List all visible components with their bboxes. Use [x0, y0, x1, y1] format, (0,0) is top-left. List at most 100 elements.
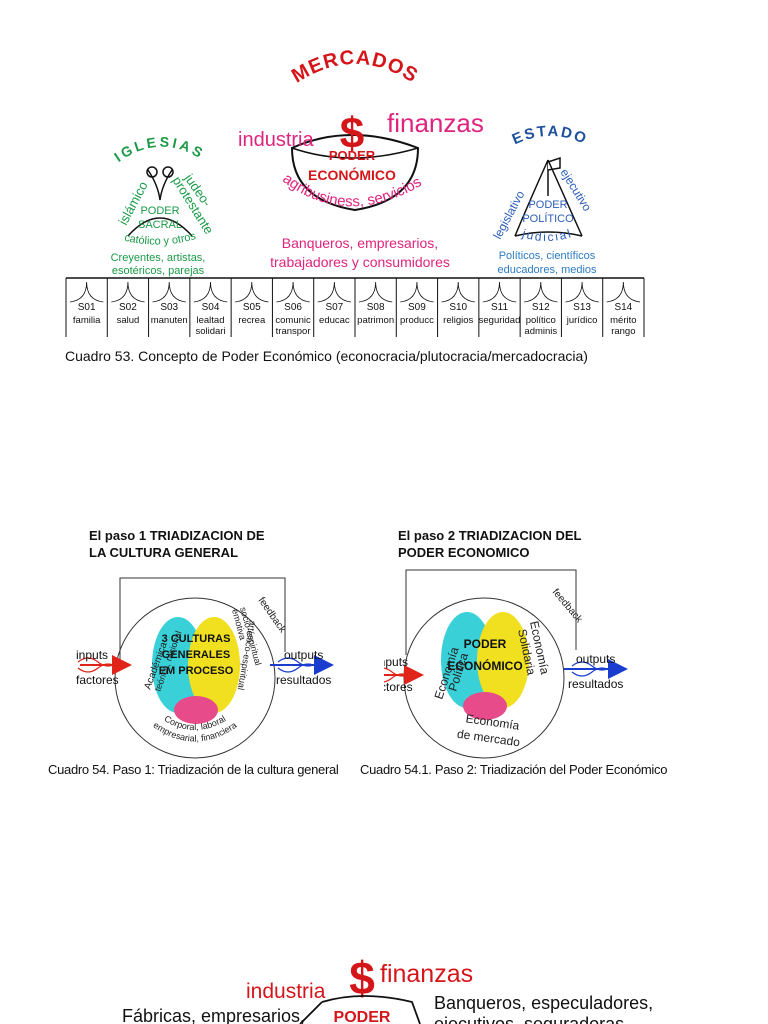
- sector-code: S14: [614, 302, 632, 313]
- center-line1: PODER: [464, 637, 507, 651]
- poder-sacral-line2: SACRAL: [138, 219, 182, 231]
- inputs-arrow: [384, 665, 424, 685]
- tent-icon: [606, 281, 641, 303]
- sector-label: manuten: [151, 315, 188, 326]
- tent-icon: [358, 281, 393, 303]
- sector-label-2: adminis: [524, 326, 557, 337]
- estado-title: ESTADO: [510, 123, 591, 148]
- tent-icon: [69, 281, 104, 303]
- brain-icon: [152, 617, 240, 724]
- sector-code: S13: [573, 302, 591, 313]
- creyentes-line1: Creyentes, artistas,: [111, 252, 206, 264]
- economic-power-bowl: [290, 134, 420, 212]
- sector-code: S01: [78, 302, 96, 313]
- figure-54-1: PODER ECONÓMICO Economía Política Econom…: [384, 569, 628, 759]
- poder-politico-line2: POLÍTICO: [522, 212, 574, 225]
- tent-icon: [152, 281, 186, 303]
- sector-label: lealtad: [197, 315, 225, 326]
- sector-label: producc: [400, 315, 434, 326]
- finanzas-label: finanzas: [387, 108, 484, 138]
- caption-53: Cuadro 53. Concepto de Poder Económico (…: [65, 348, 588, 364]
- tent-icon: [441, 281, 475, 303]
- sector-label-2: rango: [611, 326, 635, 337]
- sector-strip: S01 familia S02 salud S03 manutenS04lealtadso…: [65, 277, 645, 337]
- finanzas-label: finanzas: [380, 960, 473, 988]
- creyentes-line2: esotéricos, parejas: [112, 265, 205, 277]
- banqueros-label: Banqueros, especuladores,: [434, 993, 653, 1013]
- outputs-label: outputs: [284, 648, 323, 662]
- politicos-line2: educadores, medios: [497, 264, 597, 276]
- sector-s08: S08 patrimon: [354, 278, 394, 337]
- sector-code: S08: [367, 302, 385, 313]
- banqueros-line2: trabajadores y consumidores: [270, 254, 450, 270]
- sector-s09: S09 producc: [395, 278, 434, 337]
- sector-label: patrimon: [357, 315, 394, 326]
- figure-55-partial: $ industria finanzas PODER Fábricas, emp…: [122, 952, 653, 1024]
- sector-s13: S13 jurídico: [560, 278, 599, 337]
- sector-label: seguridad: [479, 315, 521, 326]
- fabricas-label: Fábricas, empresarios,: [122, 1006, 305, 1024]
- sector-label-2: solidari: [195, 326, 225, 337]
- inputs-label: inputs: [76, 648, 108, 662]
- feedback-label: feedback: [256, 595, 289, 635]
- poder-sacral-line1: PODER: [140, 205, 179, 217]
- sector-code: S06: [284, 302, 302, 313]
- step1-title-line2: LA CULTURA GENERAL: [89, 545, 239, 560]
- poder-economico-line2: ECONÓMICO: [308, 166, 396, 183]
- outputs-label: outputs: [576, 652, 615, 666]
- sector-label-2: transpor: [276, 326, 311, 337]
- sector-code: S09: [408, 302, 426, 313]
- industria-label: industria: [238, 129, 314, 151]
- step2-title-line2: PODER ECONOMICO: [398, 545, 530, 560]
- caption-54-1: Cuadro 54.1. Paso 2: Triadización del Po…: [360, 762, 668, 777]
- poder-politico-line1: PODER: [528, 199, 567, 211]
- center-line3: EM PROCESO: [159, 665, 234, 677]
- tent-icon: [193, 281, 228, 303]
- sector-label: salud: [117, 315, 140, 326]
- resultados-label: resultados: [568, 677, 623, 691]
- sector-code: S03: [160, 302, 178, 313]
- tent-icon: [482, 281, 517, 303]
- center-line2: ECONÓMICO: [447, 658, 522, 673]
- tent-icon: [235, 281, 269, 303]
- sector-label: educac: [319, 315, 350, 326]
- sector-label: familia: [73, 315, 101, 326]
- sector-label: comunic: [275, 315, 311, 326]
- poder-economico-line1: PODER: [329, 148, 376, 163]
- caption-54: Cuadro 54. Paso 1: Triadización de la cu…: [48, 762, 339, 777]
- inputs-label: inputs: [384, 655, 408, 669]
- tent-icon: [317, 281, 352, 303]
- sector-code: S11: [491, 302, 508, 313]
- step2-title-line1: El paso 2 TRIADIZACION DEL: [398, 528, 582, 543]
- iglesias-title: IGLESIAS: [111, 133, 208, 164]
- center-line1: 3 CULTURAS: [162, 633, 231, 645]
- factores-label: factores: [384, 680, 413, 694]
- judicial-label: judicial: [520, 226, 574, 244]
- resultados-label: resultados: [276, 673, 331, 687]
- industria-label: industria: [246, 980, 326, 1003]
- banqueros-line1: Banqueros, empresarios,: [282, 235, 438, 251]
- sector-label: religios: [443, 315, 473, 326]
- sector-code: S02: [119, 302, 137, 313]
- figure-53: MERCADOS $ industria finanzas PODER ECON…: [65, 47, 645, 337]
- outputs-arrow: [270, 655, 334, 675]
- sacral-power-symbol: [127, 166, 193, 237]
- inputs-arrow: [77, 655, 132, 675]
- sector-label: jurídico: [566, 315, 598, 326]
- sector-code: S05: [243, 302, 261, 313]
- factores-label: factores: [76, 673, 119, 687]
- process-cycle: [114, 577, 286, 759]
- tent-icon: [524, 281, 558, 303]
- figure-54: 3 CULTURAS GENERALES EM PROCESO Académic…: [76, 577, 334, 759]
- sector-label: mérito: [610, 315, 636, 326]
- sector-label: político: [526, 315, 556, 326]
- tent-icon: [565, 281, 599, 303]
- catolico-label: católico y otros: [123, 230, 197, 248]
- brain-icon: [441, 612, 529, 720]
- tent-icon: [400, 281, 434, 303]
